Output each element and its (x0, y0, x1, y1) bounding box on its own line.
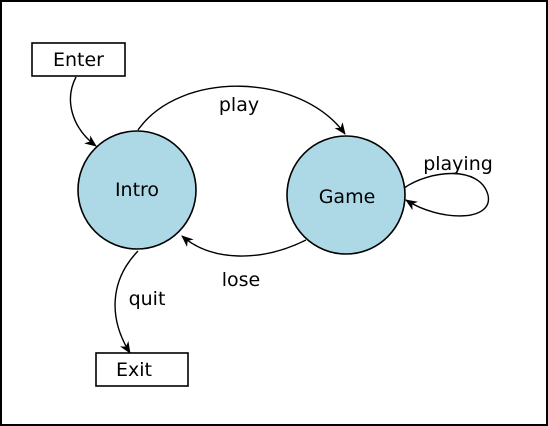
enter-box (31, 42, 126, 77)
edge-quit (114, 250, 139, 354)
edge-label-playing: playing (423, 153, 493, 175)
game-label: Game (319, 186, 376, 208)
exit-box (95, 352, 189, 387)
edge-lose (181, 235, 307, 257)
edge-play (137, 85, 346, 135)
state-intro (77, 130, 197, 250)
intro-label: Intro (115, 179, 159, 201)
enter-label: Enter (53, 49, 104, 71)
edge-enter-to-intro (69, 76, 97, 147)
edge-label-quit: quit (129, 288, 166, 310)
edge-label-play: play (219, 94, 259, 116)
state-game (286, 135, 406, 255)
edge-playing-loop (403, 172, 489, 217)
exit-label: Exit (116, 359, 152, 381)
edge-label-lose: lose (222, 269, 261, 291)
